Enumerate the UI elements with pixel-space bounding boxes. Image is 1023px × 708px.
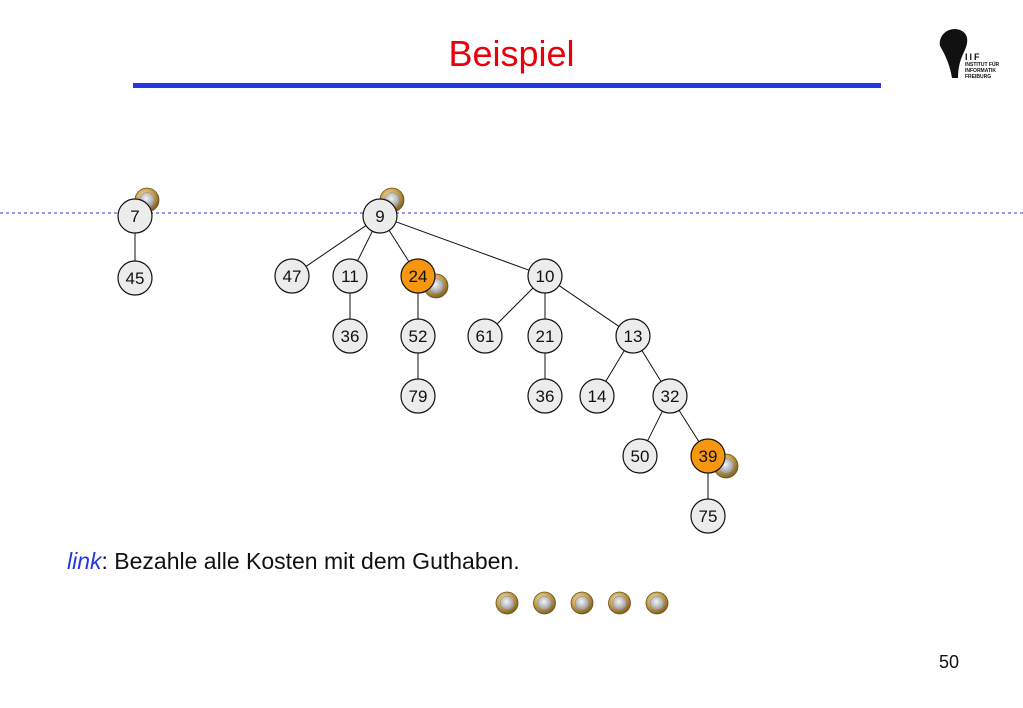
node-key: 7 (130, 207, 139, 226)
node-key: 75 (699, 507, 718, 526)
euro-coin-icon (645, 591, 669, 615)
heap-node: 45 (117, 260, 153, 296)
node-key: 9 (375, 207, 384, 226)
heap-node: 36 (332, 318, 368, 354)
euro-coin-icon (608, 591, 631, 615)
tree-edge (388, 230, 410, 262)
heap-node: 24 (400, 258, 436, 294)
heap-node: 61 (467, 318, 503, 354)
euro-coin-icon (533, 591, 556, 615)
caption-text: : Bezahle alle Kosten mit dem Guthaben. (101, 548, 520, 574)
heap-node: 13 (615, 318, 651, 354)
page-number: 50 (939, 652, 960, 672)
tree-edge (678, 410, 700, 442)
node-key: 50 (631, 447, 650, 466)
title-underline (133, 83, 881, 88)
tree-edge (558, 285, 620, 327)
tree-edge (605, 350, 625, 382)
node-key: 39 (699, 447, 718, 466)
node-key: 36 (341, 327, 360, 346)
node-key: 47 (283, 267, 302, 286)
node-key: 36 (536, 387, 555, 406)
tree-edge (357, 230, 373, 262)
heap-node: 14 (579, 378, 615, 414)
tree-edge (647, 410, 663, 442)
node-key: 79 (409, 387, 428, 406)
logo-line-3: FREIBURG (965, 74, 992, 80)
heap-node: 79 (400, 378, 436, 414)
node-key: 14 (588, 387, 607, 406)
tree-edge (305, 225, 367, 267)
node-key: 10 (536, 267, 555, 286)
node-key: 61 (476, 327, 495, 346)
heap-node: 32 (652, 378, 688, 414)
tree-edge (641, 350, 662, 382)
node-key: 21 (536, 327, 555, 346)
tree-edge (496, 287, 534, 325)
node-key: 52 (409, 327, 428, 346)
heap-node: 75 (690, 498, 726, 534)
slide-title: Beispiel (448, 33, 575, 74)
node-key: 13 (624, 327, 643, 346)
heap-node: 52 (400, 318, 436, 354)
caption: link: Bezahle alle Kosten mit dem Guthab… (67, 548, 520, 575)
heap-node: 21 (527, 318, 563, 354)
heap-node: 11 (332, 258, 368, 294)
node-key: 45 (126, 269, 145, 288)
euro-coin-icon (495, 591, 519, 615)
heap-node: 50 (622, 438, 658, 474)
logo-mark: IIF (965, 52, 982, 62)
heap-node: 10 (527, 258, 563, 294)
node-key: 11 (341, 267, 359, 286)
heap-node: 47 (274, 258, 310, 294)
heap-node: 7 (117, 198, 153, 234)
heap-node: 36 (527, 378, 563, 414)
heap-node: 39 (690, 438, 726, 474)
logo-line-2: INFORMATIK (965, 68, 997, 74)
euro-coin-icon (570, 591, 594, 615)
node-key: 24 (409, 267, 428, 286)
tree-edge (395, 221, 530, 271)
caption-keyword: link (67, 548, 102, 574)
heap-node: 9 (362, 198, 398, 234)
node-key: 32 (661, 387, 680, 406)
logo-line-1: INSTITUT FÜR (965, 62, 1000, 68)
